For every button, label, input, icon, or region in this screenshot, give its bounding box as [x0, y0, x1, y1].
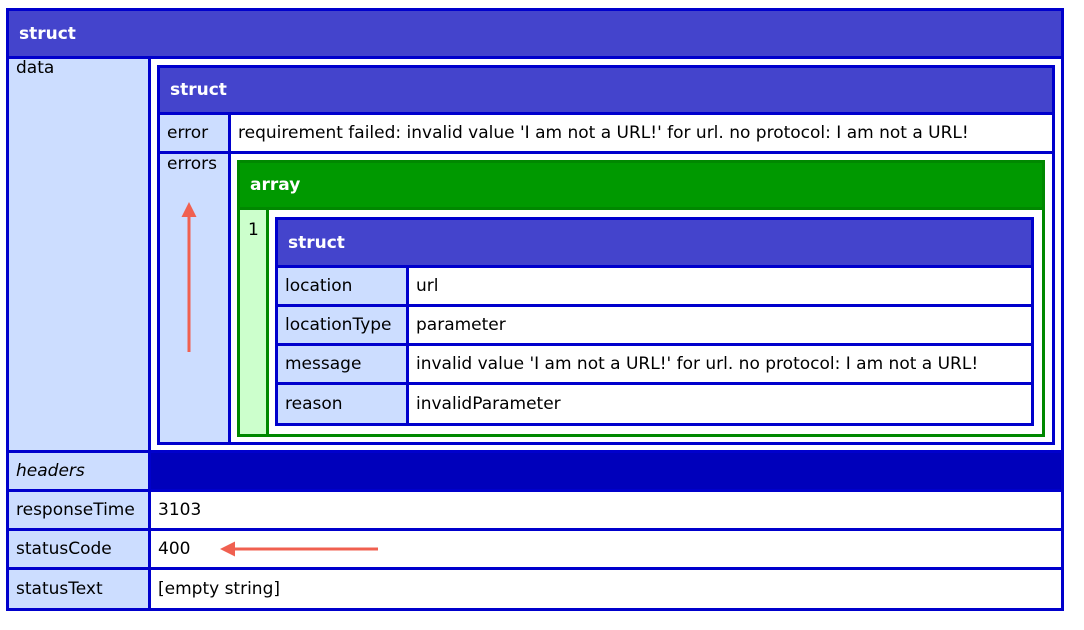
location-value-text: url [416, 276, 439, 296]
responseTime-key-cell: responseTime [9, 492, 148, 528]
root-struct-header[interactable]: struct [9, 11, 1061, 56]
message-key-label: message [285, 354, 362, 374]
root-struct-type-label: struct [19, 23, 76, 44]
responseTime-value-cell: 3103 [151, 492, 1061, 528]
errors-key-label: errors [167, 154, 218, 174]
data-struct-header[interactable]: struct [160, 68, 1052, 112]
data-key-cell: data [9, 58, 148, 450]
location-key-label: location [285, 276, 353, 296]
data-key-label: data [16, 58, 55, 78]
reason-value-text: invalidParameter [416, 394, 561, 414]
errors-array-header[interactable]: array [240, 163, 1042, 207]
statusCode-key-cell: statusCode [9, 531, 148, 567]
errors-key-cell: errors [160, 154, 228, 442]
statusText-value-cell: [empty string] [151, 570, 1061, 608]
statusCode-value-text: 400 [158, 539, 191, 559]
error-value-cell: requirement failed: invalid value 'I am … [231, 115, 1052, 151]
reason-value-cell: invalidParameter [409, 385, 1031, 423]
message-value-text: invalid value 'I am not a URL!' for url.… [416, 354, 979, 374]
statusCode-key-label: statusCode [16, 539, 112, 559]
data-struct-type-label: struct [170, 80, 227, 100]
error-key-cell: error [160, 115, 228, 151]
errors-array-type-label: array [250, 175, 301, 195]
message-key-cell: message [278, 346, 406, 382]
responseTime-value-text: 3103 [158, 500, 202, 520]
statusCode-value-cell: 400 [151, 531, 1061, 567]
headers-key-cell[interactable]: headers [9, 453, 148, 489]
error-item-struct-type-label: struct [288, 232, 345, 253]
reason-key-label: reason [285, 394, 343, 414]
locationType-value-text: parameter [416, 315, 506, 335]
locationType-value-cell: parameter [409, 307, 1031, 343]
error-item-struct-header[interactable]: struct [278, 220, 1031, 265]
array-index-cell: 1 [240, 210, 266, 434]
error-key-label: error [167, 123, 209, 143]
location-value-cell: url [409, 268, 1031, 304]
message-value-cell: invalid value 'I am not a URL!' for url.… [409, 346, 1031, 382]
statusText-key-label: statusText [16, 579, 103, 599]
error-value-text: requirement failed: invalid value 'I am … [238, 123, 969, 143]
headers-key-label: headers [16, 461, 85, 481]
location-key-cell: location [278, 268, 406, 304]
responseTime-key-label: responseTime [16, 500, 135, 520]
statusText-key-cell: statusText [9, 570, 148, 608]
statusText-value-text: [empty string] [158, 579, 281, 599]
locationType-key-label: locationType [285, 315, 392, 335]
locationType-key-cell: locationType [278, 307, 406, 343]
array-index-label: 1 [248, 220, 259, 240]
reason-key-cell: reason [278, 385, 406, 423]
headers-value-cell[interactable] [151, 453, 1061, 489]
